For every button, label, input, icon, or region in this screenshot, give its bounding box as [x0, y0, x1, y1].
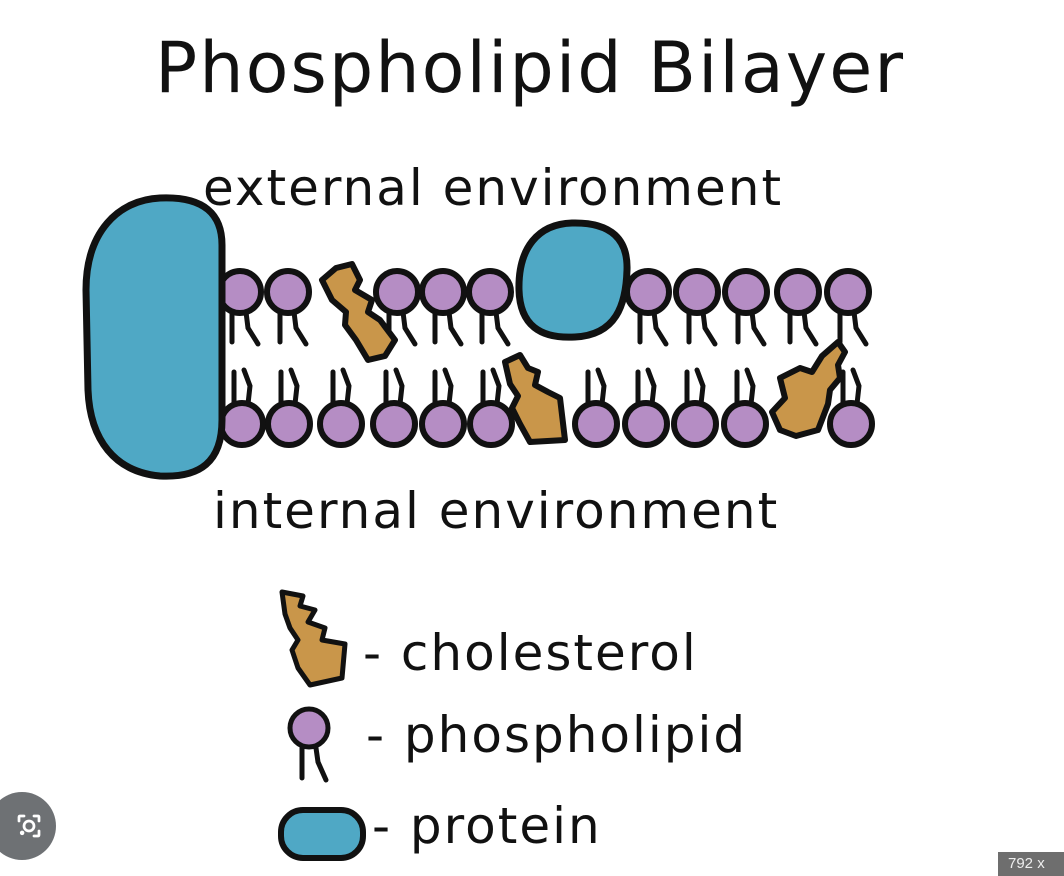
image-size-badge: 792 x — [998, 852, 1064, 876]
legend: - cholesterol - phospholipid - protein — [278, 589, 747, 861]
legend-protein-icon — [278, 807, 366, 861]
lipid-tail-inner — [278, 367, 300, 407]
lipid-tails — [229, 309, 869, 407]
cholesterol-molecule — [502, 352, 568, 445]
phospholipid-head-outer — [624, 268, 672, 316]
phospholipid-head-inner — [721, 400, 769, 448]
lipid-tail-outer — [229, 309, 261, 347]
google-lens-button[interactable] — [0, 792, 56, 860]
phospholipid-head-inner — [419, 400, 467, 448]
legend-phospholipid-icon — [287, 706, 331, 783]
lipid-tail-inner — [734, 367, 756, 407]
internal-environment-label: internal environment — [213, 482, 779, 540]
phospholipid-head-outer — [466, 268, 514, 316]
legend-phospholipid-label: - phospholipid — [366, 706, 747, 764]
lipid-tail-inner — [840, 367, 862, 407]
lipid-tail-inner — [684, 367, 706, 407]
external-environment-label: external environment — [203, 159, 783, 217]
transmembrane-protein-large — [82, 194, 226, 480]
legend-cholesterol-icon — [279, 589, 348, 688]
phospholipid-head-inner — [317, 400, 365, 448]
lipid-tail-outer — [686, 309, 718, 347]
lipid-tail-outer — [277, 309, 309, 347]
phospholipid-head-outer — [373, 268, 421, 316]
phospholipid-head-outer — [673, 268, 721, 316]
lipid-tail-outer — [735, 309, 767, 347]
phospholipid-head-outer — [722, 268, 770, 316]
cholesterol-molecule — [769, 339, 848, 439]
cholesterol-molecules — [319, 261, 848, 445]
lipid-tail-outer — [479, 309, 511, 347]
phospholipid-head-inner — [671, 400, 719, 448]
lipid-tail-inner — [330, 367, 352, 407]
lipid-tail-outer — [837, 309, 869, 347]
phospholipid-head-outer — [824, 268, 872, 316]
peripheral-protein — [515, 219, 631, 341]
google-lens-icon — [17, 814, 41, 838]
phospholipid-head-inner — [265, 400, 313, 448]
phospholipid-head-inner — [827, 400, 875, 448]
lipid-tail-inner — [231, 367, 253, 407]
phospholipid-head-inner — [370, 400, 418, 448]
lipid-tail-inner — [383, 367, 405, 407]
phospholipid-head-inner — [572, 400, 620, 448]
phospholipid-head-inner — [622, 400, 670, 448]
phospholipid-head-outer — [264, 268, 312, 316]
phospholipid-head-inner — [218, 400, 266, 448]
phospholipid-head-outer — [419, 268, 467, 316]
lipid-tail-inner — [432, 367, 454, 407]
membrane-bilayer — [82, 194, 875, 480]
lipid-tail-inner — [585, 367, 607, 407]
legend-cholesterol-label: - cholesterol — [363, 624, 698, 682]
lipid-tail-inner — [635, 367, 657, 407]
legend-protein-label: - protein — [372, 797, 602, 855]
lipid-tail-outer — [637, 309, 669, 347]
lipid-tail-inner — [480, 367, 502, 407]
page-title: Phospholipid Bilayer — [155, 27, 905, 109]
phospholipid-head-inner — [467, 400, 515, 448]
phospholipid-head-outer — [774, 268, 822, 316]
cholesterol-molecule — [319, 261, 398, 363]
lipid-tail-outer — [787, 309, 819, 347]
lipid-tail-outer — [432, 309, 464, 347]
lipid-heads — [216, 268, 875, 448]
